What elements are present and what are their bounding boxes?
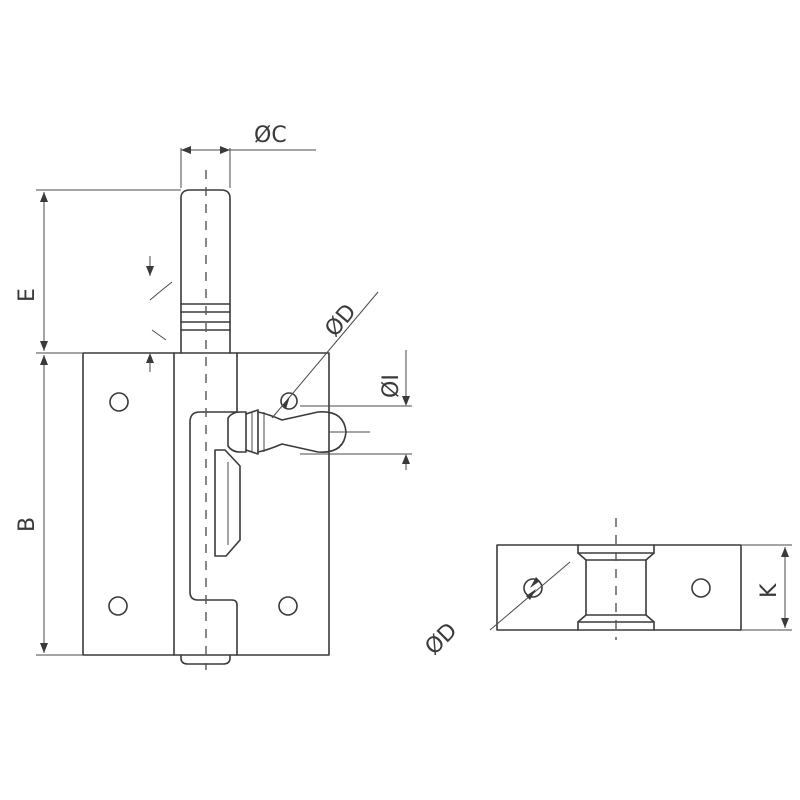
side-view [489, 518, 792, 640]
dimension-lines [36, 146, 412, 656]
label-dia-i: ØI [379, 374, 404, 398]
mount-hole-bottom-right [278, 596, 298, 616]
side-hole-right [691, 578, 711, 598]
side-sleeve [577, 544, 655, 631]
label-dia-d-side: ØD [421, 618, 463, 660]
label-dia-d: ØD [320, 300, 361, 342]
mount-hole-bottom-left [108, 596, 128, 616]
label-dim-k: K [757, 583, 782, 598]
side-hole-left [523, 578, 543, 598]
handle-screw-hole [280, 392, 298, 410]
mount-hole-top-left [109, 392, 129, 412]
label-dim-b: B [15, 517, 40, 532]
label-dia-c: ØC [254, 123, 287, 148]
slot-guide [214, 449, 241, 557]
front-view [82, 170, 347, 670]
side-body [496, 544, 742, 631]
label-dim-e: E [15, 288, 40, 302]
handle-knob [227, 409, 347, 455]
bolt-pin-end [180, 654, 231, 665]
bolt-slot [189, 411, 238, 606]
